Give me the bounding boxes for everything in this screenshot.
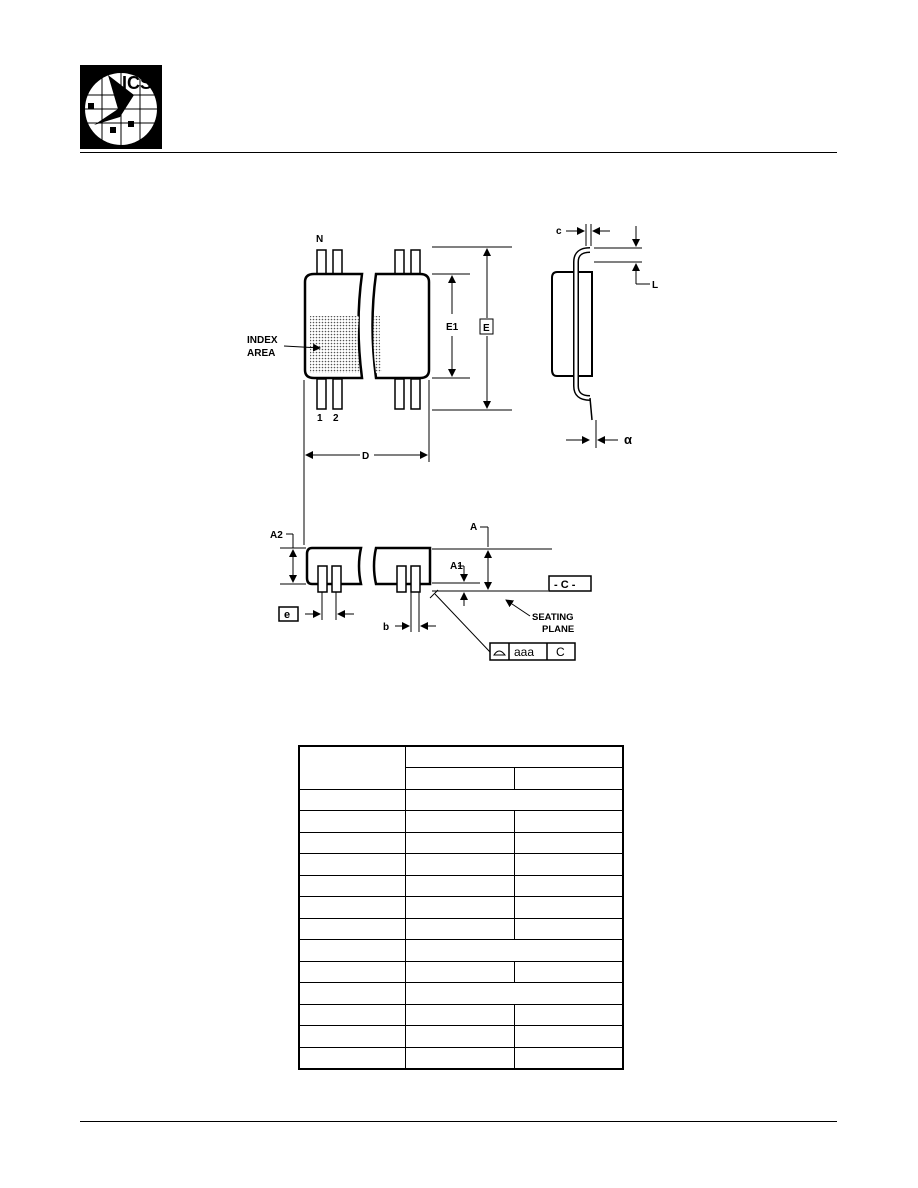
footer-rule: [80, 1121, 837, 1122]
table-cell: [298, 1003, 406, 1026]
table-cell: [298, 831, 406, 854]
label-alpha: α: [624, 432, 632, 447]
table-row: [298, 982, 624, 1005]
dimension-table: [298, 745, 624, 1070]
label-a1: A1: [450, 561, 463, 572]
label-aaa: aaa: [514, 645, 534, 659]
table-cell: [514, 1025, 624, 1048]
table-cell: [298, 745, 406, 790]
table-row: [298, 831, 624, 854]
logo-text: ICS: [122, 73, 152, 93]
table-cell: [405, 745, 624, 768]
table-cell: [514, 767, 624, 790]
table-cell: [514, 960, 624, 983]
table-row: [298, 874, 624, 897]
table-cell: [514, 810, 624, 833]
label-plane: PLANE: [542, 624, 574, 635]
label-e1: E1: [446, 322, 459, 333]
table-cell: [298, 853, 406, 876]
table-cell: [514, 1003, 624, 1026]
table-row: [298, 960, 624, 983]
table-cell: [405, 1025, 515, 1048]
label-n: N: [316, 234, 323, 245]
label-area: AREA: [247, 348, 275, 359]
label-c: c: [556, 226, 562, 237]
table-cell: [298, 960, 406, 983]
table-cell: [405, 874, 515, 897]
table-cell: [405, 917, 515, 940]
table-cell: [405, 810, 515, 833]
table-row: [298, 1025, 624, 1048]
table-cell: [405, 1046, 515, 1070]
table-cell: [298, 896, 406, 919]
label-pin2: 2: [333, 413, 339, 424]
table-cell: [298, 788, 406, 811]
table-cell: [405, 831, 515, 854]
table-cell: [514, 831, 624, 854]
table-row: [298, 939, 624, 962]
table-cell: [405, 960, 515, 983]
table-cell: [405, 939, 624, 962]
table-cell: [298, 939, 406, 962]
table-cell: [405, 788, 624, 811]
table-cell: [298, 917, 406, 940]
table-cell: [514, 896, 624, 919]
label-l: L: [652, 280, 658, 291]
label-a: A: [470, 522, 477, 533]
table-cell: [405, 1003, 515, 1026]
label-aaa-datum: C: [556, 645, 565, 659]
label-pin1: 1: [317, 413, 323, 424]
table-cell: [298, 1025, 406, 1048]
table-cell: [298, 874, 406, 897]
table-row: [298, 1003, 624, 1026]
table-row: [298, 896, 624, 919]
table-cell: [405, 896, 515, 919]
table-cell: [405, 767, 515, 790]
package-drawing: N INDEX AREA 1 2 D E1 E c L α: [247, 224, 658, 661]
table-row: [298, 745, 624, 790]
table-cell: [514, 874, 624, 897]
label-b: b: [383, 622, 389, 633]
label-index: INDEX: [247, 335, 278, 346]
table-cell: [514, 1046, 624, 1070]
table-cell: [298, 982, 406, 1005]
table-cell: [405, 982, 624, 1005]
label-seating: SEATING: [532, 612, 574, 623]
table-row: [299, 767, 624, 790]
table-row: [298, 917, 624, 940]
label-e: E: [483, 323, 490, 334]
table-row: [298, 853, 624, 876]
table-row: [298, 810, 624, 833]
label-e-pitch: e: [284, 609, 290, 621]
ics-logo: ICS: [80, 65, 162, 149]
table-row: [298, 1046, 624, 1070]
table-cell: [514, 917, 624, 940]
header-rule: [80, 152, 837, 153]
table-row: [298, 788, 624, 811]
table-cell: [298, 810, 406, 833]
label-datum-c: - C -: [554, 579, 576, 591]
label-d: D: [362, 451, 369, 462]
label-a2: A2: [270, 530, 283, 541]
table-cell: [298, 1046, 406, 1070]
table-cell: [405, 853, 515, 876]
table-cell: [514, 853, 624, 876]
